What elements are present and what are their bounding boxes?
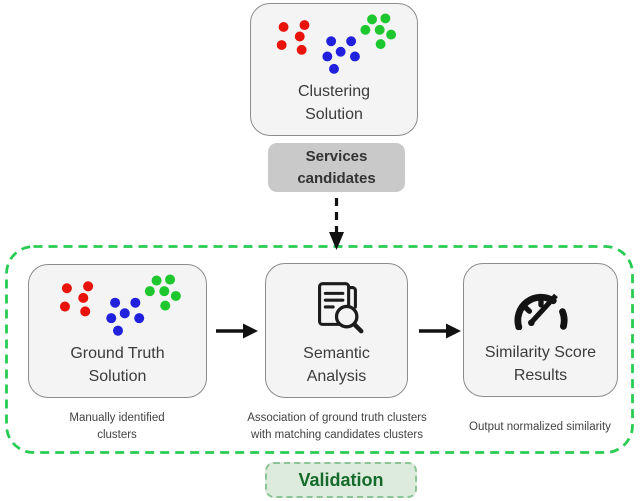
speedometer-icon [513,293,568,330]
red-cluster [276,20,310,55]
green-cluster [144,274,181,311]
services-to-validation-arrow [329,198,344,250]
node-label: Similarity Score Results [484,344,597,384]
arrowhead-icon [446,323,461,339]
arrowhead-icon [243,323,258,339]
similarity-score-node: Similarity Score Results [463,263,618,397]
arrowhead-icon [329,232,344,250]
node-label: Clustering Solution [297,83,371,123]
red-cluster [59,281,93,317]
node-label: Ground Truth Solution [70,345,165,385]
ground-truth-solution-node: Ground Truth Solution [28,264,207,398]
semantic-to-similarity-arrow [419,323,461,339]
validation-badge: Validation [265,462,417,498]
green-cluster [360,13,397,50]
document-search-icon [317,282,363,334]
clustering-solution-node: Clustering Solution [250,3,418,136]
blue-cluster [105,297,144,336]
ground-truth-caption: Manually identified clusters [69,412,165,442]
cluster-dots-icon [276,13,397,74]
blue-cluster [322,36,360,74]
semantic-analysis-node: Semantic Analysis [265,263,408,398]
similarity-score-caption: Output normalized similarity [469,421,611,433]
cluster-dots-icon [59,274,181,336]
validation-region-border [5,245,634,454]
services-candidates-badge: Services candidates [268,143,405,192]
semantic-analysis-caption: Association of ground truth clusters wit… [247,412,427,442]
ground-truth-to-semantic-arrow [216,323,258,339]
node-label: Semantic Analysis [303,345,370,385]
